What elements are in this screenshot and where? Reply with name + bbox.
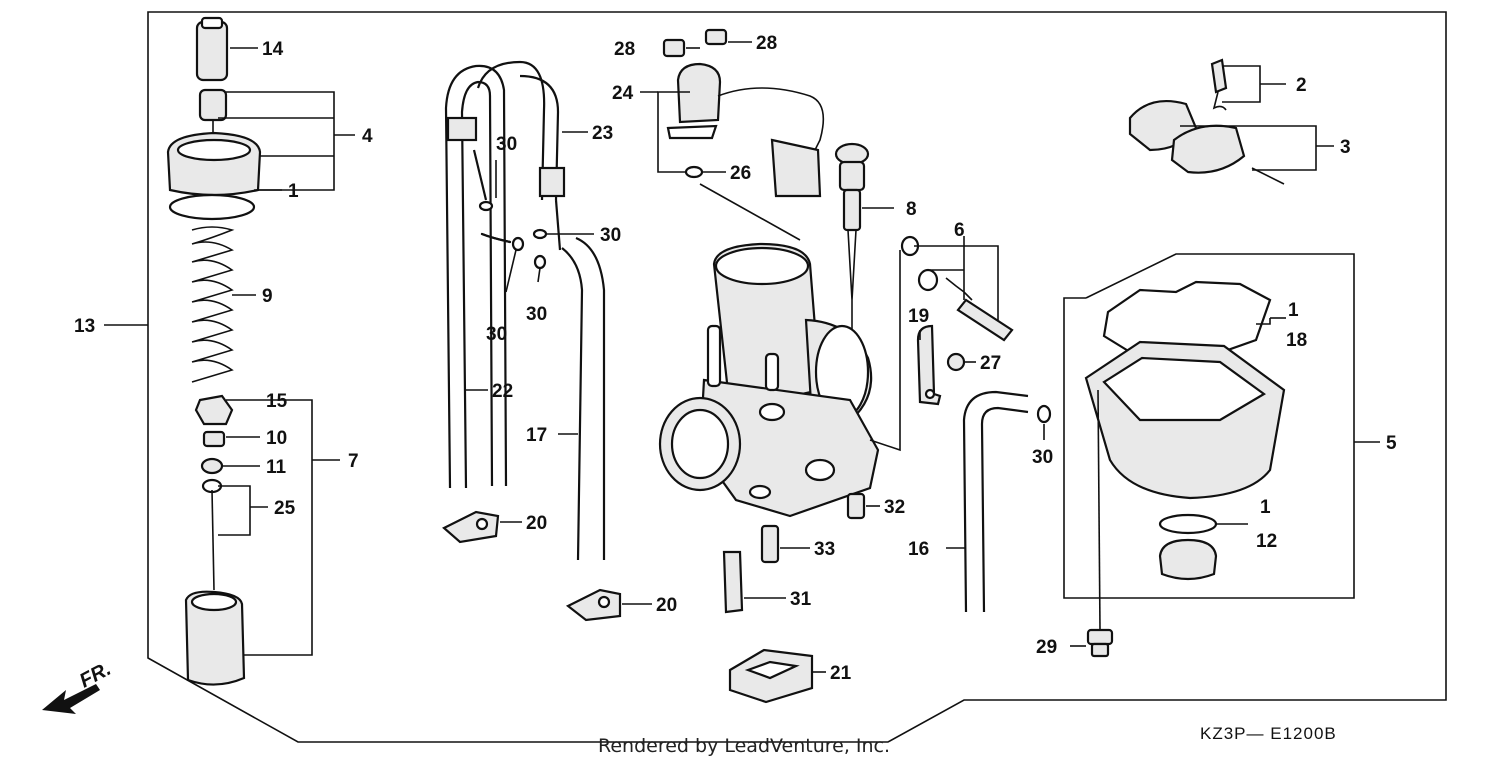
leader-lines-bowl bbox=[1043, 317, 1380, 647]
part-insulator-plates bbox=[442, 510, 652, 622]
callout-1-o-ring: 1 bbox=[1260, 497, 1271, 518]
front-direction-label: FR. bbox=[76, 658, 115, 693]
callout-33: 33 bbox=[814, 539, 835, 560]
part-hoses bbox=[444, 60, 606, 561]
callout-18: 18 bbox=[1286, 330, 1307, 351]
callout-15: 15 bbox=[266, 391, 288, 412]
part-float-bowl-assembly bbox=[1063, 253, 1355, 658]
callout-9: 9 bbox=[262, 286, 273, 307]
callout-29: 29 bbox=[1036, 637, 1057, 658]
callout-13: 13 bbox=[74, 316, 95, 337]
callout-10: 10 bbox=[266, 428, 287, 449]
part-bracket bbox=[916, 324, 976, 406]
callout-17: 17 bbox=[526, 425, 547, 446]
part-idle-adjuster bbox=[834, 142, 894, 330]
part-overflow-hose bbox=[946, 390, 1052, 613]
part-throttle-valve-assembly bbox=[184, 394, 246, 686]
part-float-cover bbox=[728, 648, 826, 704]
leader-lines-left bbox=[104, 47, 355, 656]
callout-2: 2 bbox=[1296, 75, 1307, 96]
callout-4: 4 bbox=[362, 126, 373, 147]
callout-28-b: 28 bbox=[756, 33, 777, 54]
callout-19: 19 bbox=[908, 306, 929, 327]
callout-31: 31 bbox=[790, 589, 812, 610]
callout-30-d: 30 bbox=[526, 304, 547, 325]
callout-8: 8 bbox=[906, 199, 917, 220]
callout-32: 32 bbox=[884, 497, 905, 518]
callout-5: 5 bbox=[1386, 433, 1397, 454]
part-jets bbox=[722, 492, 880, 614]
callout-3: 3 bbox=[1340, 137, 1351, 158]
callout-14: 14 bbox=[262, 39, 284, 60]
callout-30-a: 30 bbox=[496, 134, 517, 155]
leader-lines-hoses bbox=[466, 131, 594, 435]
part-carburetor-body bbox=[658, 242, 880, 518]
part-top-cap-assembly bbox=[166, 16, 262, 383]
callout-24: 24 bbox=[612, 83, 634, 104]
part-float-and-valve bbox=[1128, 58, 1334, 185]
callout-26: 26 bbox=[730, 163, 751, 184]
callout-1-top-cap: 1 bbox=[288, 181, 299, 202]
callout-30-c: 30 bbox=[486, 324, 507, 345]
callout-1-gasket: 1 bbox=[1288, 300, 1299, 321]
part-pilot-screw-set bbox=[869, 235, 1014, 452]
callout-11: 11 bbox=[266, 457, 287, 478]
callout-21: 21 bbox=[830, 663, 852, 684]
callout-20-a: 20 bbox=[526, 513, 547, 534]
front-direction-arrow bbox=[42, 684, 100, 714]
callout-27: 27 bbox=[980, 353, 1001, 374]
callout-23: 23 bbox=[592, 123, 613, 144]
callout-28-a: 28 bbox=[614, 39, 635, 60]
callout-30-e: 30 bbox=[1032, 447, 1053, 468]
part-throttle-sensor bbox=[662, 28, 825, 198]
callout-30-b: 30 bbox=[600, 225, 621, 246]
render-credit: Rendered by LeadVenture, Inc. bbox=[598, 735, 890, 757]
callout-12: 12 bbox=[1256, 531, 1277, 552]
callout-7: 7 bbox=[348, 451, 359, 472]
diagram-frame bbox=[147, 11, 1447, 743]
callout-20-b: 20 bbox=[656, 595, 677, 616]
drawing-code: KZ3P— E1200B bbox=[1200, 724, 1337, 743]
leader-lines-sensor bbox=[640, 41, 801, 241]
callout-25: 25 bbox=[274, 498, 296, 519]
callout-16: 16 bbox=[908, 539, 929, 560]
callout-22: 22 bbox=[492, 381, 513, 402]
callout-6: 6 bbox=[954, 220, 965, 241]
callout-labels: 14 4 1 9 13 15 10 11 7 25 23 30 30 30 30… bbox=[74, 33, 1397, 684]
